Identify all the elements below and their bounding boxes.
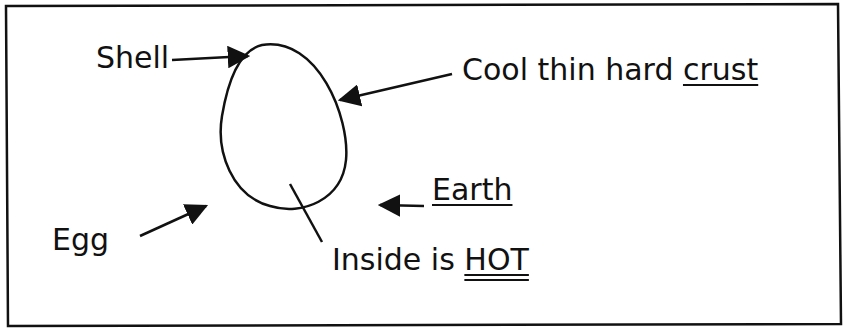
egg-outline <box>221 44 347 209</box>
shell-label: Shell <box>96 40 169 76</box>
shell-arrow <box>172 56 248 60</box>
earth-arrow <box>380 205 424 206</box>
crust-label: Cool thin hard crust <box>462 52 758 88</box>
underline <box>464 279 529 281</box>
inside-label: Inside is HOT <box>332 242 529 278</box>
inside-leader <box>290 184 322 242</box>
egg-arrow <box>140 206 206 236</box>
frame <box>6 4 841 326</box>
earth-label: Earth <box>432 172 512 208</box>
egg-label: Egg <box>52 222 109 258</box>
crust-arrow <box>340 74 452 100</box>
